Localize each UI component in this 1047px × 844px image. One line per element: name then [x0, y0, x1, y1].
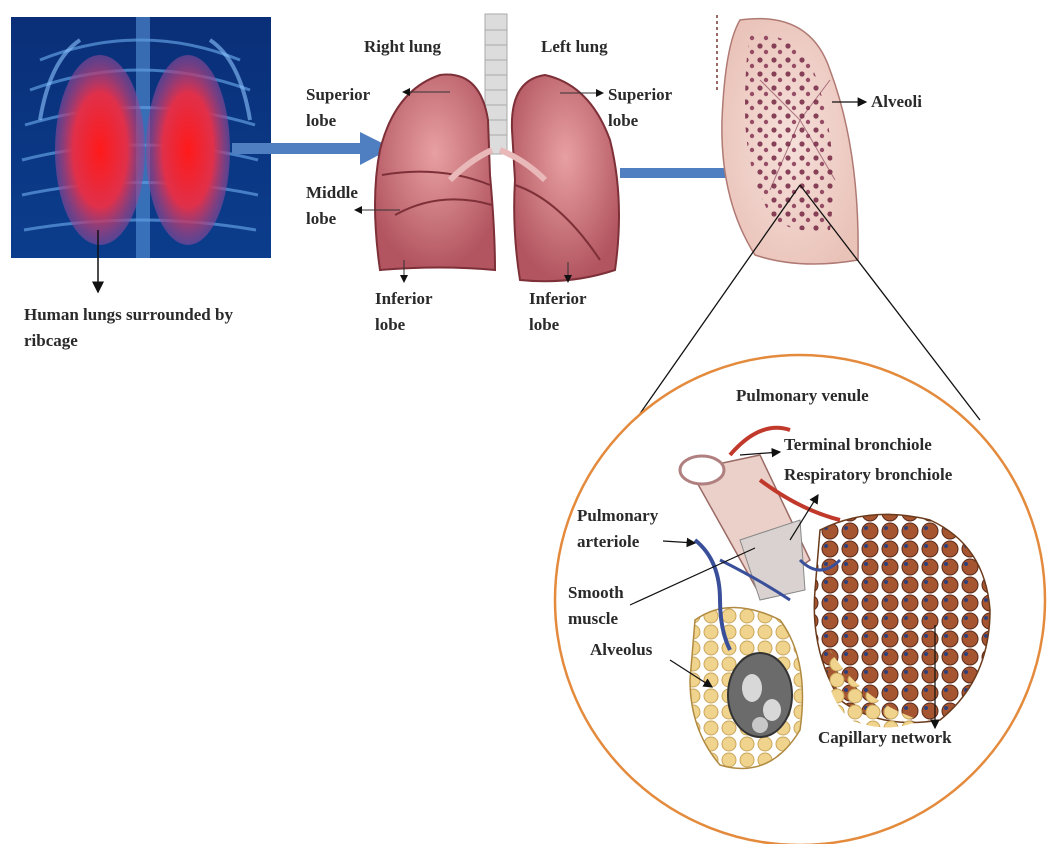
label-human-lungs: Human lungs surrounded by ribcage: [24, 302, 284, 354]
label-respiratory-bronchiole: Respiratory bronchiole: [784, 462, 952, 488]
label-right-inferior-lobe: Inferior lobe: [375, 286, 455, 338]
label-alveoli: Alveoli: [871, 89, 922, 115]
label-left-superior-lobe: Superior lobe: [608, 82, 688, 134]
label-pulmonary-venule: Pulmonary venule: [736, 383, 869, 409]
label-pulmonary-arteriole: Pulmonary arteriole: [577, 503, 687, 555]
xray-lungs-image: [11, 17, 271, 258]
label-alveolus: Alveolus: [590, 637, 652, 663]
label-capillary-network: Capillary network: [818, 725, 952, 751]
label-middle-lobe: Middle lobe: [306, 180, 378, 232]
label-right-lung: Right lung: [364, 34, 441, 60]
label-left-lung: Left lung: [541, 34, 608, 60]
label-terminal-bronchiole: Terminal bronchiole: [784, 432, 932, 458]
label-smooth-muscle: Smooth muscle: [568, 580, 648, 632]
label-left-inferior-lobe: Inferior lobe: [529, 286, 609, 338]
lung-lobe-alveoli-illustration: [717, 15, 858, 264]
label-right-superior-lobe: Superior lobe: [306, 82, 386, 134]
